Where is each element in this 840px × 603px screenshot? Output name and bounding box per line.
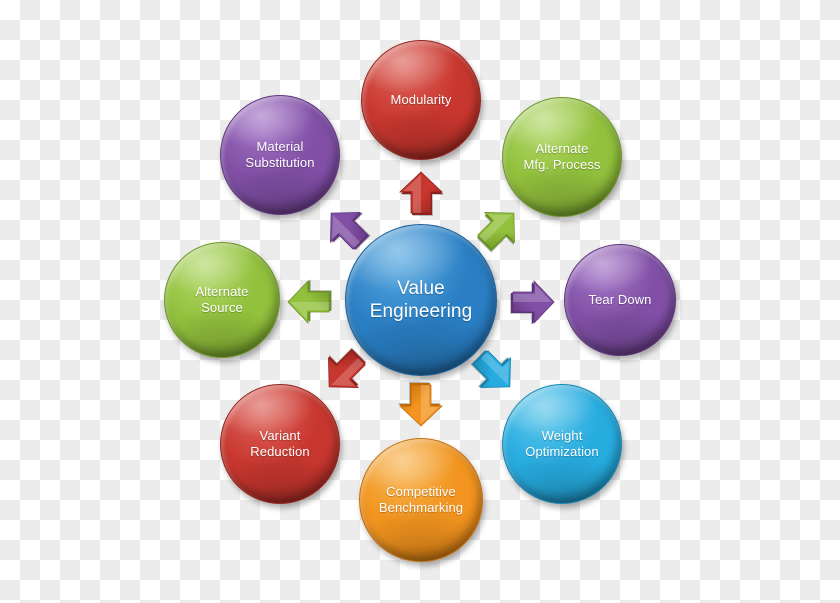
node-label: Competitive Benchmarking [378, 484, 464, 515]
node-modularity[interactable]: Modularity [361, 40, 481, 160]
node-alternate-mfg-process[interactable]: Alternate Mfg. Process [502, 97, 622, 217]
center-node-value-engineering[interactable]: Value Engineering [345, 224, 497, 376]
node-alternate-source[interactable]: Alternate Source [164, 242, 280, 358]
arrow-left-icon [284, 278, 334, 326]
node-label: Variant Reduction [250, 428, 310, 459]
node-competitive-benchmarking[interactable]: Competitive Benchmarking [359, 438, 483, 562]
arrow-up-icon [397, 168, 445, 218]
arrow-right-icon [508, 278, 558, 326]
node-variant-reduction[interactable]: Variant Reduction [220, 384, 340, 504]
node-label: Alternate Mfg. Process [523, 141, 601, 172]
node-label: Alternate Source [195, 284, 249, 315]
node-tear-down[interactable]: Tear Down [564, 244, 676, 356]
center-node-label: Value Engineering [369, 277, 473, 322]
node-weight-optimization[interactable]: Weight Optimization [502, 384, 622, 504]
arrow-down-icon [397, 380, 445, 430]
node-material-substitution[interactable]: Material Substitution [220, 95, 340, 215]
node-label: Modularity [390, 92, 452, 108]
node-label: Tear Down [588, 292, 652, 308]
node-label: Material Substitution [245, 139, 315, 170]
node-label: Weight Optimization [525, 428, 599, 459]
